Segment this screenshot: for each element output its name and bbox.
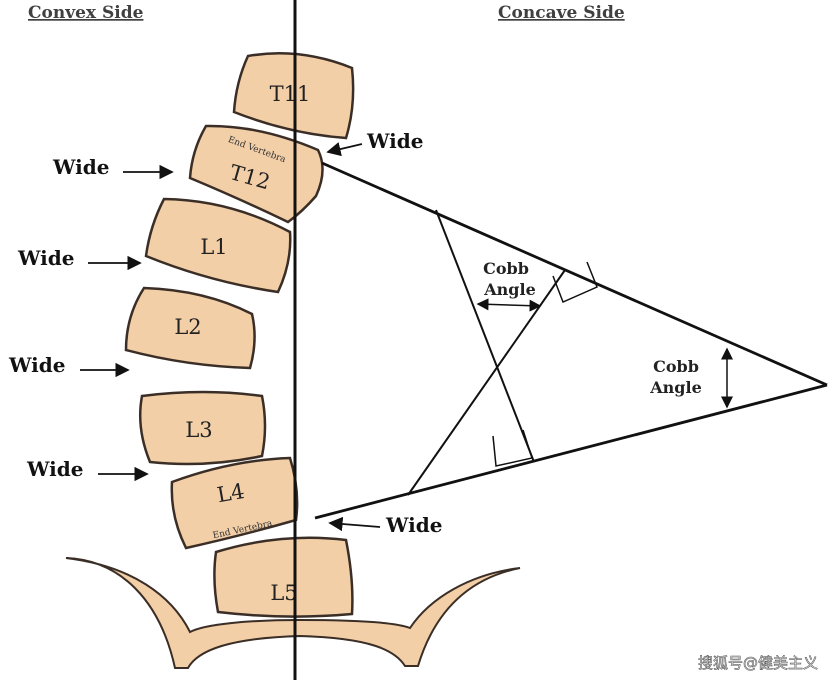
vertebra-label-l3: L3 [185, 418, 212, 442]
vertebra-label-l5: L5 [270, 581, 297, 605]
wide-arrow-lower-concave [328, 516, 381, 532]
concave-side-header: Concave Side [498, 3, 625, 23]
cobb-angle-label-inner-1: Cobb [483, 259, 529, 278]
vertebra-label-t11: T11 [270, 82, 311, 106]
wide-label-l3: Wide [26, 457, 83, 481]
wide-arrow-upper-concave [326, 142, 363, 157]
wide-label-t12: Wide [52, 155, 109, 179]
wide-label-l2: Wide [8, 353, 65, 377]
vertebra-label-l4: L4 [215, 479, 246, 507]
cobb-angle-label-outer-2: Angle [649, 378, 702, 397]
watermark-text: 搜狐号@健美主义 [698, 654, 818, 672]
pelvis-outline [65, 557, 521, 669]
vertebra-label-l1: L1 [200, 235, 227, 259]
vertebra-l4: L4 End Vertebra [170, 456, 299, 550]
perpendicular-upper [435, 209, 535, 463]
lower-endplate-line [314, 383, 828, 520]
wide-label-l1: Wide [17, 246, 74, 270]
cobb-angle-label-inner-2: Angle [483, 280, 536, 299]
cobb-angle-arrow-inner [476, 298, 542, 312]
vertebra-l2: L2 [124, 286, 256, 370]
vertebra-l1: L1 [144, 197, 292, 294]
convex-side-header: Convex Side [28, 3, 144, 23]
cobb-angle-label-outer-1: Cobb [653, 357, 699, 376]
wide-label-lower-concave: Wide [385, 513, 442, 537]
vertebra-l5: L5 [213, 536, 354, 618]
vertebra-label-l2: L2 [174, 315, 201, 339]
vertebra-l3: L3 [138, 390, 267, 466]
upper-endplate-line [321, 161, 828, 387]
vertebra-t12: End Vertebra T12 [188, 124, 324, 224]
right-angle-marker-upper [552, 261, 598, 304]
right-angle-marker-lower [492, 429, 533, 467]
wide-label-upper-concave: Wide [366, 129, 423, 153]
